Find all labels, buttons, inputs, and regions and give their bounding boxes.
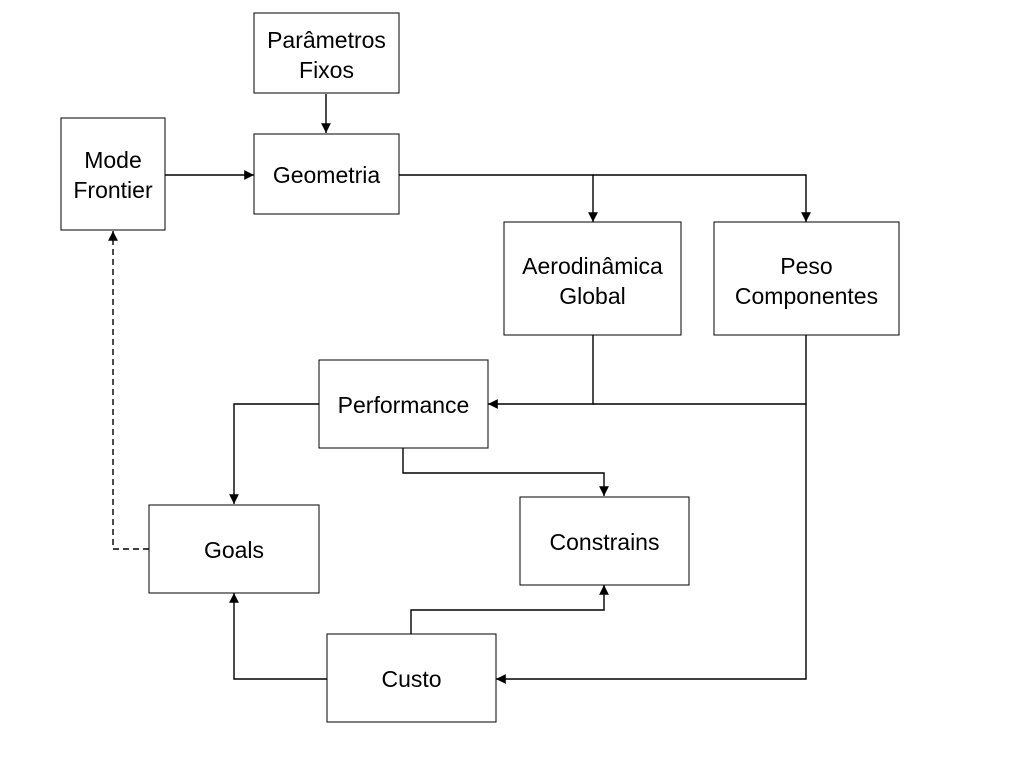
- node-custo: Custo: [326, 633, 497, 723]
- node-aerodinamica-line-1: Aerodinâmica: [522, 253, 663, 279]
- edge-aerodinamica-to-performance: [488, 335, 594, 409]
- node-mode-frontier-line-2: Frontier: [73, 177, 153, 203]
- edge-geometria-to-aerodinamica: [399, 174, 598, 222]
- edge-peso-to-custo: [496, 404, 807, 684]
- node-geometria: Geometria: [253, 133, 400, 215]
- edge-performance-to-goals: [229, 403, 319, 504]
- node-constrains-label: Constrains: [550, 529, 660, 555]
- edges: [108, 94, 811, 684]
- node-parametros-fixos: Parâmetros Fixos: [253, 12, 400, 94]
- node-mode-frontier: Mode Frontier: [60, 117, 166, 231]
- node-aerodinamica-line-2: Global: [559, 283, 625, 309]
- node-aerodinamica-global: Aerodinâmica Global: [503, 221, 682, 336]
- edge-geometria-to-peso: [593, 174, 811, 222]
- edge-performance-to-constrains: [402, 448, 609, 496]
- edge-custo-to-constrains: [410, 585, 609, 634]
- node-mode-frontier-line-1: Mode: [84, 147, 142, 173]
- edge-goals-to-modefrontier: [108, 231, 149, 550]
- node-parametros-fixos-line-1: Parâmetros: [267, 27, 386, 53]
- node-peso-line-1: Peso: [780, 253, 832, 279]
- edge-custo-to-goals: [229, 593, 327, 680]
- node-peso-line-2: Componentes: [735, 283, 878, 309]
- node-parametros-fixos-line-2: Fixos: [299, 57, 354, 83]
- node-performance: Performance: [318, 359, 489, 449]
- node-custo-label: Custo: [381, 666, 441, 692]
- node-goals: Goals: [148, 504, 320, 594]
- node-constrains: Constrains: [519, 496, 690, 586]
- node-geometria-label: Geometria: [273, 162, 381, 188]
- edge-peso-to-performance: [593, 335, 807, 405]
- node-goals-label: Goals: [204, 537, 264, 563]
- node-peso-componentes: Peso Componentes: [713, 221, 900, 336]
- node-performance-label: Performance: [338, 392, 470, 418]
